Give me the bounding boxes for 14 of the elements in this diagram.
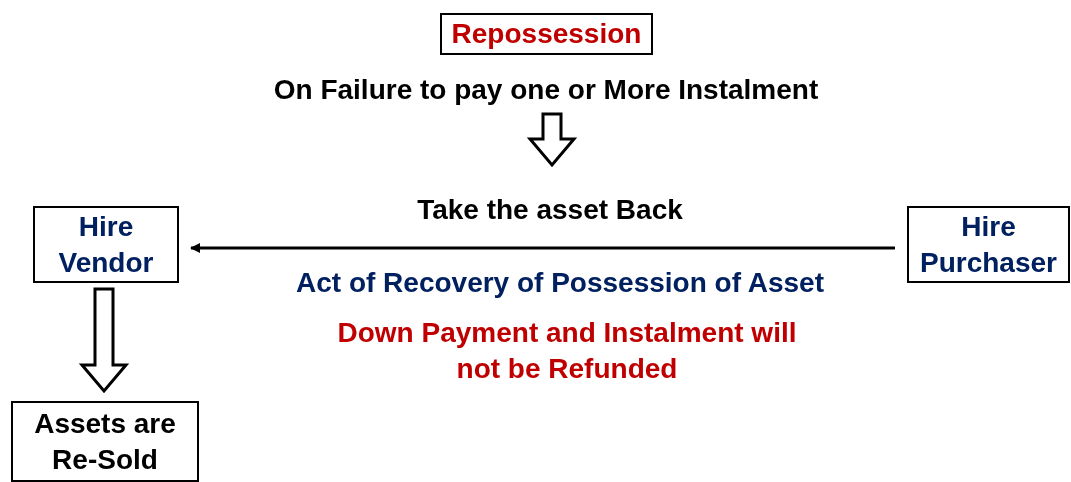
party-box: [907, 206, 1070, 283]
node-label: Hire Vendor: [57, 209, 155, 280]
block-arrow: [78, 287, 130, 394]
note-text: Down Payment and Instalment will not be Refunded: [336, 316, 798, 386]
node-label: Hire Purchaser: [919, 209, 1058, 280]
result-box: [11, 401, 199, 482]
arrow: [190, 243, 895, 253]
description-text: Act of Recovery of Possession of Asset: [295, 266, 825, 300]
node-label: Repossession: [451, 17, 642, 51]
block-arrow: [526, 112, 578, 168]
node-label: Assets are Re-Sold: [33, 406, 177, 477]
title-box: [440, 13, 653, 55]
party-box: [33, 206, 179, 283]
condition-text: On Failure to pay one or More Instalment: [273, 73, 819, 107]
